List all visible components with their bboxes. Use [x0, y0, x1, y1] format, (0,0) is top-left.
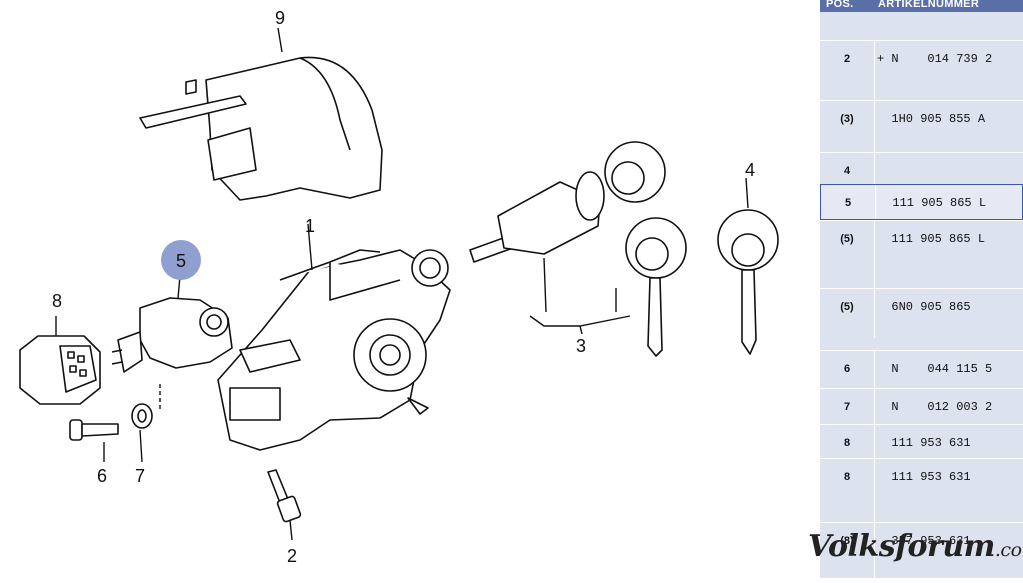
leader-lines: [55, 27, 749, 541]
column-separator: [874, 459, 875, 522]
callout-5[interactable]: 5: [176, 251, 186, 271]
cover-part-9: [139, 56, 383, 201]
table-row[interactable]: 8 111 953 631: [820, 424, 1023, 458]
row-pos: 8: [843, 437, 851, 449]
table-row[interactable]: (8) 357 953 631: [820, 522, 1023, 578]
ignition-switch-part-5: [111, 297, 233, 373]
table-row[interactable]: 4: [820, 152, 1023, 184]
table-row[interactable]: 7 N 012 003 2: [820, 388, 1023, 424]
exploded-parts-diagram: 9 1 3 4 5 8 6 7 2: [19, 8, 779, 566]
callout-8[interactable]: 8: [52, 291, 62, 311]
row-pos: 2: [843, 53, 851, 65]
parts-table: POS. ARTIKELNUMMER 2 + N 014 739 2 (3) 1H0…: [820, 0, 1023, 578]
washer-part-7: [131, 403, 153, 429]
column-separator: [874, 523, 875, 578]
row-pos: 7: [843, 401, 851, 413]
callout-7[interactable]: 7: [135, 466, 145, 486]
table-row[interactable]: (3) 1H0 905 855 A: [820, 100, 1023, 152]
row-article-number: N 012 003 2: [877, 400, 993, 414]
row-article-number: 1H0 905 855 A: [877, 112, 986, 126]
column-separator: [874, 351, 875, 388]
row-pos: (5): [840, 301, 854, 313]
row-pos: 5: [844, 197, 852, 209]
column-separator: [874, 389, 875, 424]
row-article-number: N 044 115 5: [877, 362, 993, 376]
column-separator: [874, 425, 875, 458]
table-header: POS. ARTIKELNUMMER: [820, 0, 1023, 12]
callout-2[interactable]: 2: [287, 546, 297, 566]
callout-9[interactable]: 9: [275, 8, 285, 28]
connector-part-8: [19, 335, 101, 405]
bolt-part-2: [267, 469, 302, 523]
column-separator: [874, 101, 875, 152]
row-article-number: 111 905 865 L: [878, 196, 987, 210]
column-separator: [874, 221, 875, 288]
column-separator: [875, 185, 876, 219]
screw-part-6: [69, 419, 119, 441]
callout-1[interactable]: 1: [305, 216, 315, 236]
row-pos: 4: [843, 165, 851, 177]
table-row[interactable]: 8 111 953 631: [820, 458, 1023, 522]
highlight-badge[interactable]: [161, 240, 201, 280]
table-row[interactable]: (5) 111 905 865 L: [820, 220, 1023, 288]
row-article-number: 111 905 865 L: [877, 232, 986, 246]
watermark-logo: Volksforum.com: [808, 529, 1023, 564]
lock-cylinder-part-3: [469, 141, 687, 357]
row-pos: 6: [843, 363, 851, 375]
table-row[interactable]: 6 N 044 115 5: [820, 350, 1023, 388]
column-separator: [874, 153, 875, 184]
callout-3[interactable]: 3: [576, 336, 586, 356]
row-article-number: + N 014 739 2: [877, 52, 993, 66]
row-pos: 8: [843, 471, 851, 483]
diagram-svg: 9 1 3 4 5 8 6 7 2: [19, 8, 779, 566]
column-separator: [874, 41, 875, 100]
row-pos: (3): [840, 113, 854, 125]
column-separator: [874, 289, 875, 338]
header-article: ARTIKELNUMMER: [878, 0, 980, 10]
lock-housing-part-1: [217, 249, 451, 451]
header-pos: POS.: [826, 0, 854, 10]
key-part-4: [717, 209, 779, 355]
callout-4[interactable]: 4: [745, 160, 755, 180]
table-row[interactable]: (5) 6N0 905 865: [820, 288, 1023, 338]
row-article-number: 111 953 631: [877, 470, 971, 484]
watermark-suffix: .com: [994, 539, 1023, 561]
watermark-main: Volksforum: [808, 529, 995, 564]
row-article-number: 357 953 631: [877, 534, 971, 548]
table-row[interactable]: 2 + N 014 739 2: [820, 40, 1023, 100]
row-article-number: 6N0 905 865: [877, 300, 971, 314]
row-pos: (5): [840, 233, 854, 245]
row-pos: (8): [840, 535, 854, 547]
callout-6[interactable]: 6: [97, 466, 107, 486]
table-row[interactable]: 5 111 905 865 L: [820, 184, 1023, 220]
row-article-number: 111 953 631: [877, 436, 971, 450]
